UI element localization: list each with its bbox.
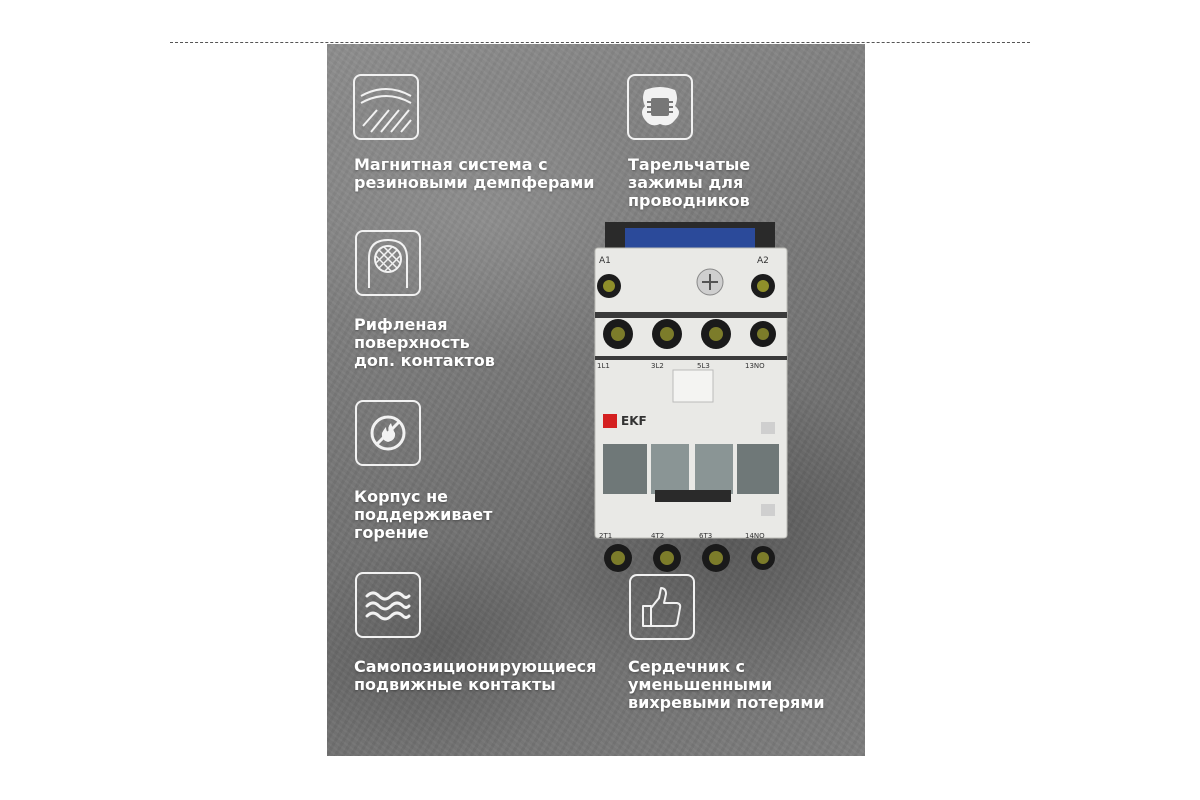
coil-label-a2: A2: [757, 256, 769, 266]
coil-label-a1: A1: [599, 256, 611, 266]
feature-label: Сердечник с уменьшенными вихревыми потер…: [628, 657, 825, 712]
feature-label: Магнитная система с резиновыми демпферам…: [354, 155, 595, 192]
damper-icon: [353, 74, 419, 140]
ribbed-surface-icon: [355, 230, 421, 296]
brand-label: EKF: [621, 414, 647, 428]
feature-label: Корпус не поддерживает горение: [354, 487, 493, 542]
feature-label: Тарельчатые зажимы для проводников: [628, 155, 751, 210]
terminal-label: 3L2: [651, 362, 664, 370]
feature-label: Рифленая поверхность доп. контактов: [354, 315, 495, 370]
feature-label: Самопозиционирующиеся подвижные контакты: [354, 657, 597, 694]
terminal-label: 13NO: [745, 362, 765, 370]
top-divider-line: [170, 42, 1030, 43]
terminal-label: 2T1: [599, 532, 613, 540]
waves-icon: [355, 572, 421, 638]
terminal-label: 6T3: [699, 532, 713, 540]
clamp-icon: [627, 74, 693, 140]
product-feature-banner: Магнитная система с резиновыми демпферам…: [327, 44, 865, 756]
thumbs-up-icon: [629, 574, 695, 640]
terminal-label: 1L1: [597, 362, 610, 370]
terminal-label: 14NO: [745, 532, 765, 540]
terminal-label: 5L3: [697, 362, 710, 370]
fire-resistant-icon: [355, 400, 421, 466]
contactor-product-image: EKF A1 A2 1L1 3L2 5L3 13NO 2T1 4T2 6T3 1…: [585, 222, 795, 572]
terminal-label: 4T2: [651, 532, 665, 540]
